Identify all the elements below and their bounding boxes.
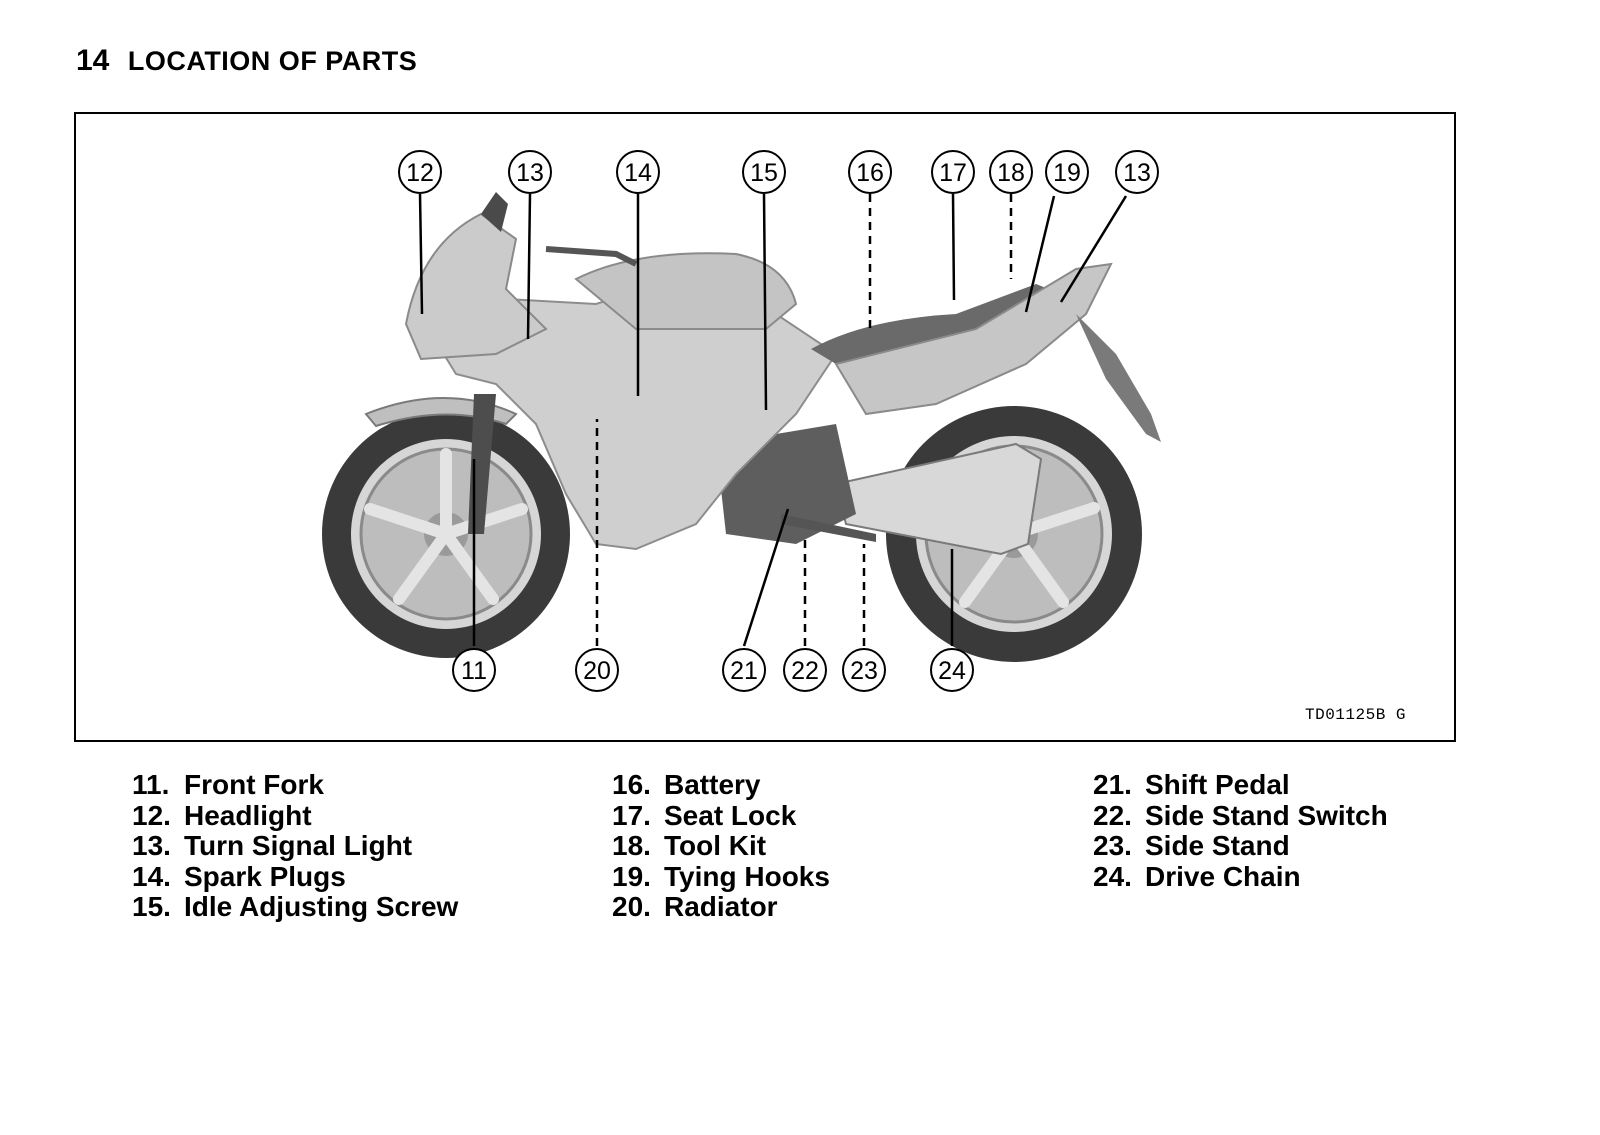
callout-label: 20 <box>583 657 611 685</box>
page-number: 14 <box>76 44 110 77</box>
motorcycle-illustration: 12 13 14 15 16 17 18 19 13 11 20 21 22 2… <box>322 150 1161 692</box>
legend-name: Radiator <box>664 891 778 922</box>
legend-name: Side Stand <box>1145 830 1290 861</box>
callout-label: 19 <box>1053 159 1081 187</box>
callout-label: 21 <box>730 657 758 685</box>
callout-label: 12 <box>406 159 434 187</box>
legend-number: 23. <box>1093 830 1132 861</box>
parts-figure: 12 13 14 15 16 17 18 19 13 11 20 21 22 2… <box>74 112 1456 742</box>
callout-16: 16 <box>848 150 892 194</box>
callout-label: 13 <box>1123 159 1151 187</box>
callout-22: 22 <box>783 648 827 692</box>
legend-item: 14. Spark Plugs <box>132 860 458 893</box>
figure-code: TD01125B G <box>1304 706 1406 724</box>
legend-item: 18. Tool Kit <box>612 830 830 862</box>
legend-item: 19. Tying Hooks <box>612 860 830 893</box>
callout-18: 18 <box>989 150 1033 194</box>
callout-label: 14 <box>624 159 652 187</box>
legend-item: 21. Shift Pedal <box>1093 769 1388 801</box>
page-title: LOCATION OF PARTS <box>127 46 418 76</box>
legend-number: 13. <box>132 830 171 861</box>
legend-item: 23. Side Stand <box>1093 830 1388 862</box>
motorcycle-drawing <box>322 192 1161 662</box>
legend-name: Turn Signal Light <box>184 830 413 861</box>
callout-15: 15 <box>742 150 786 194</box>
callout-label: 16 <box>856 159 884 187</box>
callout-12: 12 <box>398 150 442 194</box>
legend-name: Drive Chain <box>1145 860 1301 892</box>
legend-number: 21. <box>1093 769 1132 800</box>
callout-label: 13 <box>516 159 544 187</box>
callout-21: 21 <box>722 648 766 692</box>
legend-item: 11. Front Fork <box>132 769 458 801</box>
callout-23: 23 <box>842 648 886 692</box>
legend-name: Headlight <box>184 799 312 831</box>
callout-11: 11 <box>452 648 496 692</box>
legend-name: Idle Adjusting Screw <box>184 891 459 922</box>
callout-19: 19 <box>1045 150 1089 194</box>
legend-name: Battery <box>664 769 761 800</box>
callout-14: 14 <box>616 150 660 194</box>
legend-number: 15. <box>132 891 171 922</box>
legend-column-2: 16. Battery 17. Seat Lock 18. Tool Kit 19. T… <box>612 769 830 923</box>
legend-name: Seat Lock <box>664 799 797 831</box>
legend-name: Front Fork <box>184 769 324 800</box>
callout-label: 22 <box>791 657 819 685</box>
legend-item: 20. Radiator <box>612 891 830 923</box>
legend-name: Shift Pedal <box>1145 769 1290 800</box>
legend-number: 14. <box>132 860 171 892</box>
legend-number: 16. <box>612 769 651 800</box>
callout-24: 24 <box>930 648 974 692</box>
legend-column-1: 11. Front Fork 12. Headlight 13. Turn Signa… <box>132 769 459 923</box>
callout-label: 23 <box>850 657 878 685</box>
legend-item: 16. Battery <box>612 769 830 801</box>
callout-label: 24 <box>938 657 966 685</box>
legend-name: Tying Hooks <box>664 860 830 892</box>
legend-name: Tool Kit <box>664 830 767 861</box>
legend-number: 20. <box>612 891 651 922</box>
legend-name: Side Stand Switch <box>1145 799 1388 831</box>
callout-13-front: 13 <box>508 150 552 194</box>
legend-item: 15. Idle Adjusting Screw <box>132 891 459 923</box>
legend-item: 24. Drive Chain <box>1093 860 1388 893</box>
callout-label: 15 <box>750 159 778 187</box>
legend-item: 12. Headlight <box>132 799 458 832</box>
legend-number: 22. <box>1093 799 1132 831</box>
leader-lines <box>418 193 1128 647</box>
page-header: 14 LOCATION OF PARTS <box>76 44 417 78</box>
legend-item: 13. Turn Signal Light <box>132 830 458 862</box>
legend-number: 17. <box>612 799 651 831</box>
legend-item: 17. Seat Lock <box>612 799 830 832</box>
callout-label: 18 <box>997 159 1025 187</box>
legend-item: 22. Side Stand Switch <box>1093 799 1388 832</box>
callout-13-rear: 13 <box>1115 150 1159 194</box>
legend-number: 24. <box>1093 860 1132 892</box>
callout-label: 11 <box>461 657 487 685</box>
legend-number: 12. <box>132 799 171 831</box>
callout-20: 20 <box>575 648 619 692</box>
legend-number: 19. <box>612 860 651 892</box>
legend-number: 18. <box>612 830 651 861</box>
callout-label: 17 <box>939 159 967 187</box>
callout-17: 17 <box>931 150 975 194</box>
legend-number: 11. <box>132 769 170 800</box>
legend-name: Spark Plugs <box>184 860 346 892</box>
legend-column-3: 21. Shift Pedal 22. Side Stand Switch 23. S… <box>1093 769 1388 893</box>
